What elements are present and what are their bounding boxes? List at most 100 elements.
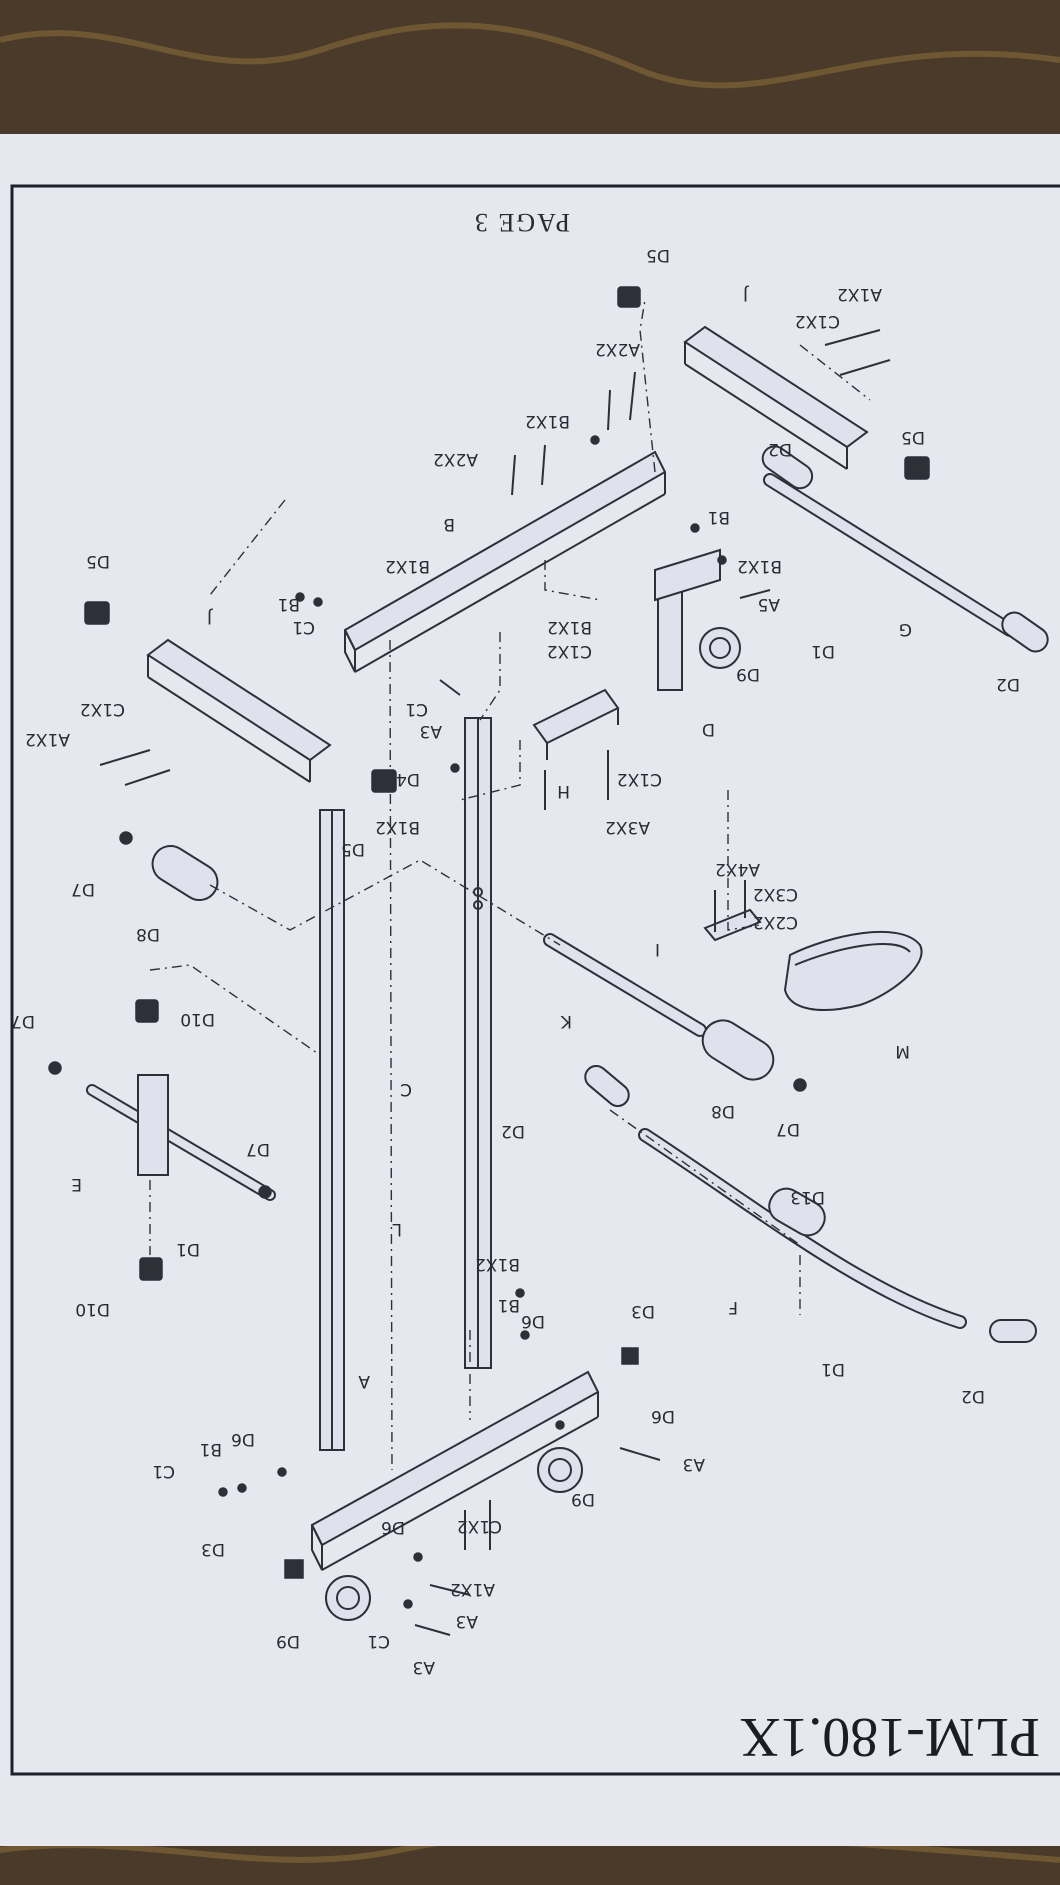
part-j-crossbar-left bbox=[146, 638, 332, 783]
label-a3-bottom: A3 bbox=[456, 1611, 478, 1631]
label-c1x2-left: C1X2 bbox=[80, 699, 125, 719]
label-d4: D4 bbox=[396, 769, 420, 789]
label-b1x2-right: B1X2 bbox=[737, 556, 782, 576]
label-b1x2-left: B1X2 bbox=[385, 556, 430, 576]
label-b-beam: B bbox=[443, 514, 455, 534]
label-c1-lowest: C1 bbox=[367, 1631, 390, 1651]
label-d2-mid: D2 bbox=[501, 1121, 525, 1141]
label-a: A bbox=[358, 1371, 370, 1391]
label-d6-mid: D6 bbox=[651, 1406, 675, 1426]
label-b1x2-lower: B1X2 bbox=[375, 817, 420, 837]
label-i: I bbox=[655, 939, 660, 959]
label-b1-lower: B1 bbox=[200, 1439, 222, 1459]
part-k-bar bbox=[543, 933, 707, 1037]
label-d7-mid: D7 bbox=[246, 1139, 270, 1159]
part-h-bracket bbox=[532, 688, 620, 760]
label-d3-right: D3 bbox=[631, 1301, 655, 1321]
part-d-post bbox=[654, 548, 721, 691]
label-d7-upper: D7 bbox=[71, 879, 95, 899]
label-a2x2-top: A2X2 bbox=[595, 339, 640, 359]
part-m-seat-pad bbox=[783, 930, 923, 1011]
label-f: F bbox=[728, 1297, 738, 1317]
label-d9-upper: D9 bbox=[736, 664, 760, 684]
label-a5: A5 bbox=[758, 594, 780, 614]
label-e: E bbox=[71, 1174, 82, 1194]
label-d2-right: D2 bbox=[996, 674, 1020, 694]
part-d9-wheels bbox=[325, 627, 741, 1621]
label-l: L bbox=[392, 1219, 402, 1239]
label-c1x2-bottom: C1X2 bbox=[457, 1516, 502, 1536]
label-d: D bbox=[702, 719, 715, 739]
label-c1x2-center: C1X2 bbox=[547, 641, 592, 661]
label-d10-lower: D10 bbox=[75, 1299, 110, 1319]
label-b1x2-center: B1X2 bbox=[547, 617, 592, 637]
part-labels: D5 J A1X2 C1X2 A2X2 D5 B1X2 A2X2 D2 B B1… bbox=[11, 208, 1040, 1768]
label-b1x2-bottom: B1X2 bbox=[475, 1254, 520, 1274]
label-d8-lower: D8 bbox=[711, 1101, 735, 1121]
label-a4x2: A4X2 bbox=[715, 859, 760, 879]
label-b1-left: B1 bbox=[278, 594, 300, 614]
part-i-bracket bbox=[703, 880, 762, 942]
label-a1x2-top: A1X2 bbox=[837, 284, 882, 304]
label-c1-mid: C1 bbox=[405, 699, 428, 719]
label-k: K bbox=[560, 1011, 572, 1031]
label-h: H bbox=[557, 781, 570, 801]
label-g: G bbox=[899, 619, 912, 639]
label-d5-left: D5 bbox=[86, 551, 110, 571]
label-d8-upper: D8 bbox=[136, 924, 160, 944]
label-c1-left: C1 bbox=[292, 617, 315, 637]
part-l-upright bbox=[319, 809, 345, 1451]
label-d1-left: D1 bbox=[176, 1239, 200, 1259]
part-e-assembly bbox=[86, 1074, 276, 1201]
part-c-upright bbox=[464, 717, 492, 1369]
label-d6-left: D6 bbox=[231, 1429, 255, 1449]
label-d10-upper: D10 bbox=[180, 1009, 215, 1029]
label-a1x2-bottom: A1X2 bbox=[450, 1579, 495, 1599]
label-a1x2-left: A1X2 bbox=[25, 729, 70, 749]
part-end-caps bbox=[48, 286, 1049, 1579]
label-j-top: J bbox=[743, 284, 749, 304]
label-d1-upper: D1 bbox=[811, 641, 835, 661]
label-c1-bottom: C1 bbox=[152, 1461, 175, 1481]
label-a3x2: A3X2 bbox=[605, 817, 650, 837]
label-d2-top: D2 bbox=[768, 439, 792, 459]
part-d8-roller-upper bbox=[151, 844, 219, 902]
label-d9-right: D9 bbox=[571, 1489, 595, 1509]
page-border bbox=[10, 184, 1060, 1776]
part-g-bar bbox=[763, 473, 1017, 637]
label-a2x2-mid: A2X2 bbox=[433, 449, 478, 469]
label-d6-upper: D6 bbox=[521, 1311, 545, 1331]
label-a3-lowest: A3 bbox=[413, 1657, 435, 1677]
part-d13-sleeve bbox=[768, 1187, 826, 1237]
label-c1x2-lower: C1X2 bbox=[617, 769, 662, 789]
label-a3-upper: A3 bbox=[420, 721, 442, 741]
label-d5-right: D5 bbox=[901, 427, 925, 447]
label-c1x2-top: C1X2 bbox=[795, 311, 840, 331]
label-c3x2: C3X2 bbox=[753, 884, 798, 904]
model-title: PLM-180.1X bbox=[740, 1706, 1040, 1768]
label-m: M bbox=[895, 1041, 910, 1061]
part-f-arm bbox=[638, 1128, 967, 1329]
label-d9-bottom: D9 bbox=[276, 1631, 300, 1651]
fasteners bbox=[99, 329, 891, 1636]
label-d1-right: D1 bbox=[821, 1359, 845, 1379]
part-j-crossbar-right bbox=[683, 325, 869, 470]
label-d7-right: D7 bbox=[776, 1119, 800, 1139]
label-d5-top: D5 bbox=[646, 245, 670, 265]
part-d8-roller-lower bbox=[701, 1019, 775, 1081]
assembly-lines bbox=[149, 299, 871, 1471]
label-b1x2-top: B1X2 bbox=[525, 411, 570, 431]
label-d3-left: D3 bbox=[201, 1539, 225, 1559]
label-b1-bottom: B1 bbox=[498, 1295, 520, 1315]
label-d13: D13 bbox=[790, 1187, 825, 1207]
part-a-base-beam bbox=[310, 1370, 600, 1571]
paper-sheet bbox=[0, 134, 1060, 1846]
label-d7-left: D7 bbox=[11, 1011, 35, 1031]
label-a3-right: A3 bbox=[683, 1454, 705, 1474]
part-b-top-beam bbox=[343, 450, 667, 673]
label-c2x2: C2X2 bbox=[753, 912, 798, 932]
page-label: PAGE 3 bbox=[473, 208, 570, 237]
label-b1-right: B1 bbox=[708, 507, 730, 527]
label-c: C bbox=[400, 1079, 412, 1099]
